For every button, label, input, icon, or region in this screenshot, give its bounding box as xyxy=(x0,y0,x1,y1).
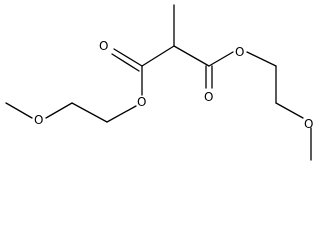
atom-o-methoxy-left: O xyxy=(34,113,43,127)
bond-right-ch2-methoxy-o xyxy=(275,102,304,119)
atom-o-ester-carbonyl-left: O xyxy=(99,39,108,53)
atom-o-ester-right: O xyxy=(235,45,244,59)
bond-central-right-carbonyl xyxy=(173,45,210,67)
atom-o-ester-left: O xyxy=(137,95,146,109)
atom-label-group: O O O O O O xyxy=(34,39,313,131)
atom-o-methoxy-right: O xyxy=(304,117,313,131)
bond-left-ch2-methoxy-o xyxy=(45,102,73,119)
structure-canvas: O O O O O O xyxy=(5,4,313,161)
bond-left-carbonyl-double-a xyxy=(113,48,143,67)
bond-left-ester-o-ch2 xyxy=(106,105,137,123)
atom-o-ester-carbonyl-right: O xyxy=(204,90,213,104)
bond-left-methoxy-ch3 xyxy=(5,102,33,119)
bond-left-ch2-ch2 xyxy=(71,102,108,123)
bond-right-ester-o-ch2 xyxy=(246,51,277,67)
bond-central-left-carbonyl xyxy=(141,45,175,67)
molecule-structure: O O O O O O xyxy=(5,4,313,161)
bond-left-carbonyl-double-b xyxy=(111,53,140,72)
bond-group xyxy=(5,4,312,161)
bond-right-carbonyl-ester-o xyxy=(208,51,234,67)
